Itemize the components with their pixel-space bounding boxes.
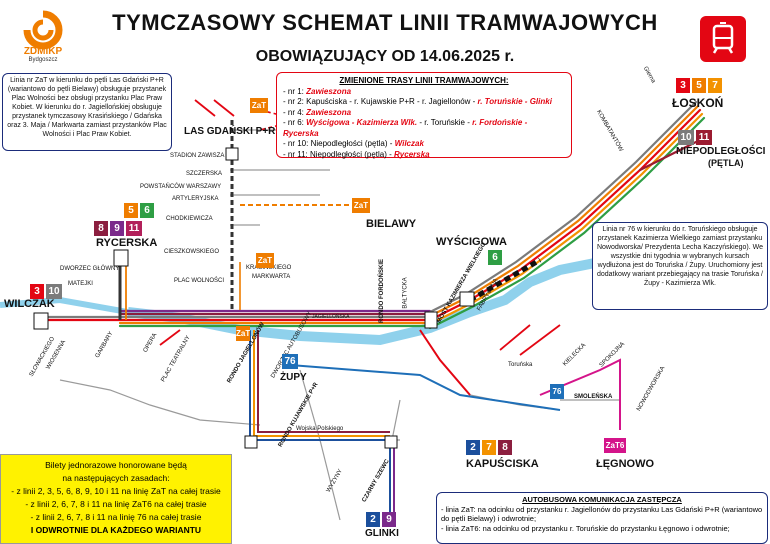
stop-jagiellonska: JAGIELLOŃSKA: [312, 314, 350, 320]
stop-krasinskiego: KRASIŃSKIEGO: [246, 265, 292, 271]
badge-line: 6: [488, 250, 502, 265]
badge-line: 76: [282, 354, 298, 369]
change-row: - nr 11: Niepodległości (pętla) - Rycers…: [283, 149, 430, 159]
terminal-bielawy: BIELAWY: [366, 218, 417, 230]
tickets-box: Bilety jednorazowe honorowane będą na na…: [0, 454, 232, 544]
badge-zat: ZaT: [250, 98, 268, 113]
badge-line: 7: [482, 440, 496, 455]
terminal-niepodleglosci: NIEPODLEGŁOŚCI: [676, 146, 766, 157]
stop-plac-wolnosci: PLAC WOLNOŚCI: [174, 278, 225, 284]
terminal-las-gdanski: LAS GDAŃSKI P+R: [184, 126, 276, 137]
badge-line: 7: [708, 78, 722, 93]
stop-smolenska: SMOLEŃSKA: [574, 394, 613, 400]
changed-routes-header: ZMIENIONE TRASY LINII TRAMWAJOWYCH:: [339, 76, 509, 85]
stop-baltycka: BAŁTYCKA: [402, 277, 409, 309]
badge-line: 2: [466, 440, 480, 455]
zdmikp-logo: [23, 10, 63, 50]
change-row: - nr 4: Zawieszona: [283, 107, 352, 117]
stop-stadion: STADION ZAWISZA: [170, 153, 225, 159]
change-row: - nr 10: Niepodległości (pętla) - Wilcza…: [283, 139, 424, 148]
terminal-kapusciska: KAPUŚCISKA: [466, 458, 539, 470]
logo-subtext: Bydgoszcz: [28, 57, 58, 63]
badge-line: 3: [676, 78, 690, 93]
river-brda-west: [0, 296, 129, 315]
tram-icon: [700, 16, 746, 62]
changed-routes-box: ZMIENIONE TRASY LINII TRAMWAJOWYCH: - nr…: [276, 72, 572, 159]
logo-text: ZDMiKP: [23, 46, 63, 57]
terminal-zupy: ŻUPY: [280, 372, 307, 383]
note-line-76: Linia nr 76 w kierunku do r. Toruńskiego…: [592, 222, 768, 310]
tickets-row: - z linii 2, 6, 7, 8 i 11 na linię 76 na…: [30, 512, 202, 522]
badge-line: 11: [126, 221, 142, 236]
tickets-line1: Bilety jednorazowe honorowane będą: [45, 460, 187, 470]
stop-wojska-polskiego: Wojska Polskiego: [296, 426, 344, 432]
stop-torunska: Toruńska: [508, 362, 533, 368]
note-zat: Linia nr ZaT w kierunku do pętli Las Gda…: [2, 73, 172, 151]
badge-zat6: ZaT6: [604, 438, 626, 453]
badge-line: 11: [696, 130, 712, 145]
terminal-rycerska: RYCERSKA: [96, 237, 158, 249]
replacement-bus-box: AUTOBUSOWA KOMUNIKACJA ZASTĘPCZA - linia…: [436, 492, 768, 544]
terminal-wyscigowa: WYŚCIGOWA: [436, 236, 507, 248]
page-title: TYMCZASOWY SCHEMAT LINII TRAMWAJOWYCH: [112, 10, 658, 35]
page-subtitle: OBOWIĄZUJĄCY OD 14.06.2025 r.: [255, 48, 515, 65]
stop-szczerska: SZCZERSKA: [186, 171, 223, 177]
badge-line: 10: [678, 130, 694, 145]
terminal-niepodleglosci-sub: (PĘTLA): [708, 158, 744, 168]
terminal-legnowo: ŁĘGNOWO: [596, 458, 655, 470]
badge-zat: ZaT: [256, 253, 274, 268]
tickets-last: I ODWROTNIE DLA KAŻDEGO WARIANTU: [30, 525, 202, 535]
badge-line: 9: [382, 512, 396, 527]
stop-cieszkowskiego: CIESZKOWSKIEGO: [164, 249, 220, 255]
change-row: - nr 6: Wyścigowa - Kazimierza Wlk. - r.…: [283, 118, 528, 138]
terminal-glinki: GLINKI: [365, 528, 399, 539]
badge-bus-76: 76: [550, 384, 564, 399]
terminal-wilczak: WILCZAK: [4, 298, 55, 310]
change-row: - nr 2: Kapuściska - r. Kujawskie P+R - …: [283, 97, 552, 106]
stop-powstancow: POWSTAŃCÓW WARSZAWY: [140, 184, 222, 190]
change-row: - nr 1: Zawieszona: [283, 86, 352, 96]
bus-row: - linia ZaT: na odcinku od przystanku r.…: [441, 504, 763, 524]
badge-zat: ZaT: [352, 198, 370, 213]
badge-zat: ZaT: [236, 326, 250, 341]
bus-header: AUTOBUSOWA KOMUNIKACJA ZASTĘPCZA: [522, 495, 682, 504]
badge-line: 2: [366, 512, 380, 527]
stop-chodkiewicza: CHODKIEWICZA: [166, 216, 213, 222]
stop-markwarta: MARKWARTA: [252, 274, 291, 280]
badge-line: 8: [498, 440, 512, 455]
bus-row: - linia ZaT6: na odcinku od przystanku r…: [441, 523, 730, 533]
badge-line: 10: [46, 284, 62, 299]
stop-artyleryjska: ARTYLERYJSKA: [172, 196, 219, 202]
badge-line: 8: [94, 221, 108, 236]
badge-line: 5: [124, 203, 138, 218]
badge-line: 9: [110, 221, 124, 236]
badge-line: 6: [140, 203, 154, 218]
tickets-row: - z linii 2, 3, 5, 6, 8, 9, 10 i 11 na l…: [11, 486, 221, 496]
stop-rondo-fordonskie: RONDO FORDOŃSKIE: [379, 258, 386, 324]
stop-mateja: MATEJKI: [68, 281, 93, 287]
tickets-line2: na następujących zasadach:: [62, 473, 170, 483]
terminal-loskon: ŁOSKOŃ: [672, 96, 724, 110]
badge-line: 3: [30, 284, 44, 299]
badge-line: 5: [692, 78, 706, 93]
stop-dworzec: DWORZEC GŁÓWNY: [60, 266, 120, 272]
tickets-row: - z linii 2, 6, 7, 8 i 11 na linię ZaT6 …: [25, 499, 207, 509]
